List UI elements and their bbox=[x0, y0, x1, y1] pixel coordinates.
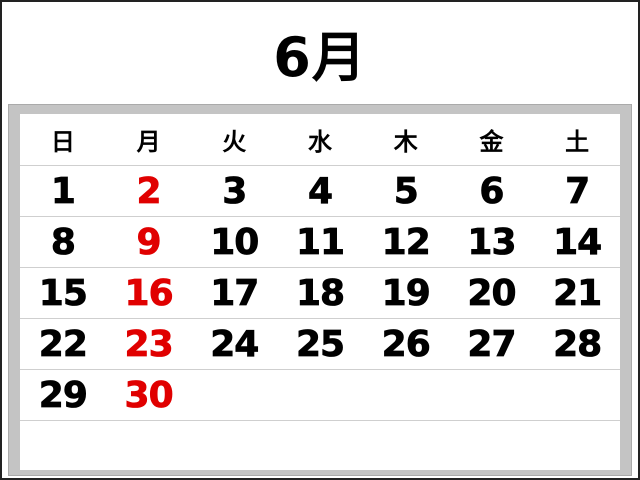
day-cell-holiday: 9 bbox=[136, 221, 162, 263]
weekday-header-wed: 水 bbox=[308, 128, 333, 156]
day-cell: 21 bbox=[553, 272, 603, 314]
weekday-header-sat: 土 bbox=[565, 128, 590, 156]
day-cell: 4 bbox=[307, 170, 334, 212]
week-row-3: 15 16 17 18 19 20 21 bbox=[20, 268, 620, 319]
day-cell bbox=[191, 370, 277, 420]
day-cell: 28 bbox=[553, 323, 603, 365]
day-cell: 17 bbox=[210, 272, 260, 314]
weekday-header-thu: 木 bbox=[393, 128, 418, 156]
day-cell-holiday bbox=[106, 421, 192, 470]
week-row-4: 22 23 24 25 26 27 28 bbox=[20, 319, 620, 370]
day-cell: 18 bbox=[295, 272, 346, 314]
week-row-2: 8 9 10 11 12 13 14 bbox=[20, 217, 620, 268]
day-cell-holiday: 30 bbox=[124, 374, 174, 416]
day-cell bbox=[449, 421, 535, 470]
day-cell: 10 bbox=[210, 221, 260, 263]
day-cell bbox=[363, 370, 449, 420]
day-cell: 7 bbox=[565, 170, 591, 212]
day-cell bbox=[363, 421, 449, 470]
week-row-5: 29 30 bbox=[20, 370, 620, 421]
day-cell bbox=[191, 421, 277, 470]
weekday-header-row: 日 月 火 水 木 金 土 bbox=[20, 114, 620, 166]
day-cell: 8 bbox=[50, 221, 76, 263]
calendar-frame: 日 月 火 水 木 金 土 1 2 3 4 5 6 7 8 9 10 bbox=[8, 104, 632, 476]
day-cell: 15 bbox=[38, 272, 88, 314]
day-cell bbox=[277, 370, 363, 420]
weekday-header-fri: 金 bbox=[479, 128, 504, 156]
day-cell: 24 bbox=[210, 323, 260, 365]
day-cell: 25 bbox=[295, 323, 346, 365]
day-cell: 11 bbox=[295, 221, 346, 263]
day-cell: 14 bbox=[553, 221, 603, 263]
day-cell: 26 bbox=[381, 323, 431, 365]
month-title: 6月 bbox=[273, 26, 367, 89]
week-row-1: 1 2 3 4 5 6 7 bbox=[20, 166, 620, 217]
day-cell-holiday: 16 bbox=[124, 272, 174, 314]
day-cell: 3 bbox=[222, 170, 248, 212]
day-cell bbox=[534, 370, 620, 420]
day-cell: 1 bbox=[50, 170, 76, 212]
weekday-header-sun: 日 bbox=[50, 128, 75, 156]
day-cell: 19 bbox=[381, 272, 431, 314]
day-cell: 6 bbox=[479, 170, 505, 212]
day-cell: 5 bbox=[393, 170, 419, 212]
day-cell: 22 bbox=[38, 323, 88, 365]
day-cell-holiday: 23 bbox=[124, 323, 174, 365]
day-cell: 27 bbox=[467, 323, 517, 365]
day-cell bbox=[277, 421, 363, 470]
day-cell bbox=[534, 421, 620, 470]
calendar-grid: 日 月 火 水 木 金 土 1 2 3 4 5 6 7 8 9 10 bbox=[20, 114, 620, 470]
day-cell: 29 bbox=[38, 374, 88, 416]
day-cell bbox=[20, 421, 106, 470]
week-row-6 bbox=[20, 421, 620, 470]
day-cell: 12 bbox=[381, 221, 431, 263]
day-cell bbox=[449, 370, 535, 420]
day-cell: 13 bbox=[467, 221, 517, 263]
weekday-header-tue: 火 bbox=[222, 128, 247, 156]
day-cell-holiday: 2 bbox=[136, 170, 162, 212]
day-cell: 20 bbox=[467, 272, 517, 314]
weekday-header-mon: 月 bbox=[136, 128, 161, 156]
